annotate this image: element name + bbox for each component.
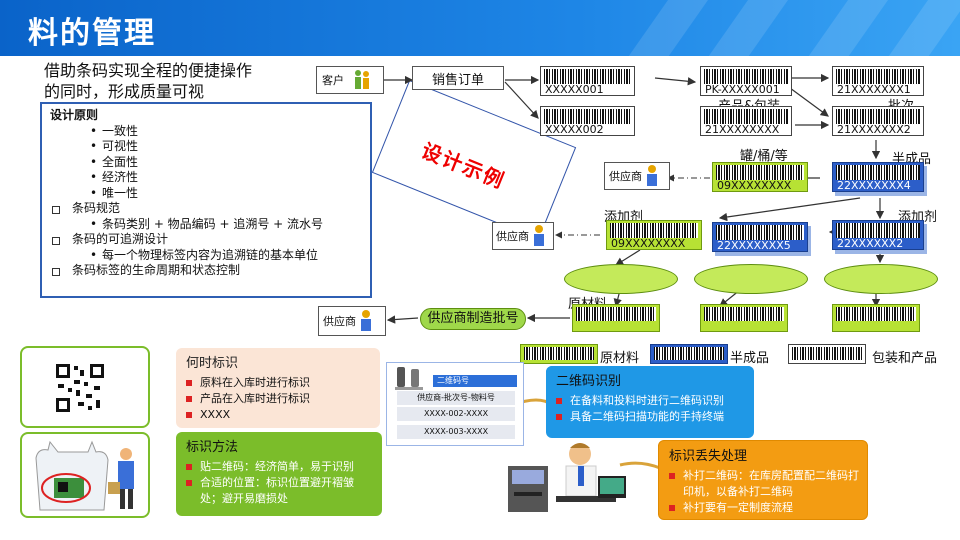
sales-order-node: 销售订单: [412, 66, 504, 90]
subtitle: 借助条码实现全程的便捷操作的同时，形成质量可视: [44, 61, 253, 101]
design-principles-box: 设计原则 一致性 可视性 全面性 经济性 唯一性 条码规范 条码类别 + 物品编…: [40, 102, 372, 298]
lost-label-panel: 标识丢失处理 补打二维码：在库房配置配二维码打印机，以备补打二维码 补打要有一定…: [658, 440, 868, 520]
qr-code-icon: [54, 362, 106, 414]
supplier-person-icon: [534, 225, 544, 246]
page-title: 料的管理: [28, 16, 156, 51]
barcode-spec: 条码规范: [50, 201, 362, 217]
container-label: 罐/桶/等: [740, 149, 788, 164]
legend-raw-label: 原材料: [600, 351, 640, 366]
when-item: 产品在入库时进行标识: [186, 391, 372, 407]
qr-identify-title: 二维码识别: [546, 366, 754, 393]
barcode-pk2: 21XXXXXXXX: [700, 106, 792, 136]
barcode-pk: PK-XXXXX001: [700, 66, 792, 96]
barcode-blue-1: 22XXXXXXX4: [832, 162, 924, 192]
supplier-node-1: 供应商: [604, 162, 670, 190]
trace-detail: 每一个物理标签内容为追溯链的基本单位: [50, 248, 362, 264]
lost-item: 补打要有一定制度流程: [669, 500, 859, 516]
printer-operator-icon: [508, 443, 626, 512]
principle-item: 经济性: [50, 170, 362, 186]
how-panel: 标识方法 贴二维码：经济简单，易于识别 合适的位置：标识位置避开褶皱处；避开易磨…: [176, 432, 382, 516]
qr-card-title: 二维码号: [433, 375, 517, 387]
when-panel: 何时标识 原料在入库时进行标识 产品在入库时进行标识 XXXX: [176, 348, 380, 428]
batch-ellipse-1: [564, 264, 678, 294]
lost-item: 补打二维码：在库房配置配二维码打印机，以备补打二维码: [669, 468, 859, 500]
header-bar: [0, 0, 960, 56]
when-title: 何时标识: [186, 356, 239, 371]
principle-item: 唯一性: [50, 186, 362, 202]
lifecycle: 条码标签的生命周期和状态控制: [50, 263, 362, 279]
barcode-green-1: 09XXXXXXXX: [712, 162, 808, 192]
barcode-green-2: 09XXXXXXXX: [606, 220, 702, 250]
scanner-icon: [395, 367, 423, 390]
qr-identify-panel: 二维码识别 在备料和投料时进行二维码识别 具备二维码扫描功能的手持终端: [546, 366, 754, 438]
supplier-node-2: 供应商: [492, 222, 554, 250]
how-title: 标识方法: [186, 440, 239, 455]
qr-card-row: XXXX-002-XXXX: [397, 407, 515, 421]
printer-operator-image: [500, 436, 640, 520]
legend-pack-label: 包装和产品: [872, 351, 938, 366]
supplier-batch-pill: 供应商制造批号: [420, 308, 526, 330]
legend-raw-swatch: [520, 344, 598, 364]
barcode-so-001: XXXXX001: [540, 66, 635, 96]
trace-design: 条码的可追溯设计: [50, 232, 362, 248]
batch-ellipse-2: [694, 264, 808, 294]
customer-node: 客户: [316, 66, 384, 94]
barcode-raw-3: [832, 304, 920, 332]
principle-item: 可视性: [50, 139, 362, 155]
supplier-person-icon: [647, 165, 657, 186]
labelled-bag-icon: [35, 440, 134, 511]
principle-item: 全面性: [50, 155, 362, 171]
qr-identify-item: 在备料和投料时进行二维码识别: [556, 393, 746, 409]
when-item: XXXX: [186, 407, 372, 423]
qr-identify-item: 具备二维码扫描功能的手持终端: [556, 409, 746, 425]
barcode-blue-2: 22XXXXXXX5: [712, 222, 808, 252]
principle-item: 一致性: [50, 124, 362, 140]
barcode-so-002: XXXXX002: [540, 106, 635, 136]
customer-label: 客户: [322, 74, 344, 87]
barcode-blue-3: 22XXXXXX2: [832, 220, 924, 250]
supplier-person-icon: [361, 310, 371, 331]
people-icon: [355, 70, 369, 89]
legend-semi-label: 半成品: [730, 351, 770, 366]
legend-pack-swatch: [788, 344, 866, 364]
barcode-raw-2: [700, 304, 788, 332]
how-item: 合适的位置：标识位置避开褶皱处；避开易磨损处: [186, 475, 374, 507]
bag-image-panel: [20, 432, 150, 518]
barcode-batch-1: 21XXXXXXX1: [832, 66, 924, 96]
qr-card: 二维码号 供应商-批次号-物料号 XXXX-002-XXXX XXXX-003-…: [386, 362, 524, 446]
how-item: 贴二维码：经济简单，易于识别: [186, 459, 374, 475]
lost-title: 标识丢失处理: [669, 449, 748, 464]
barcode-spec-detail: 条码类别 + 物品编码 + 追溯号 + 流水号: [50, 217, 362, 233]
legend-semi-swatch: [650, 344, 728, 364]
principles-heading: 设计原则: [50, 108, 99, 122]
qr-card-row: XXXX-003-XXXX: [397, 425, 515, 439]
barcode-batch-2: 21XXXXXXX2: [832, 106, 924, 136]
qr-card-row: 供应商-批次号-物料号: [397, 391, 515, 405]
qr-image-panel: [20, 346, 150, 428]
barcode-raw-1: [572, 304, 660, 332]
supplier-node-3: 供应商: [318, 306, 386, 336]
when-item: 原料在入库时进行标识: [186, 375, 372, 391]
batch-ellipse-3: [824, 264, 938, 294]
